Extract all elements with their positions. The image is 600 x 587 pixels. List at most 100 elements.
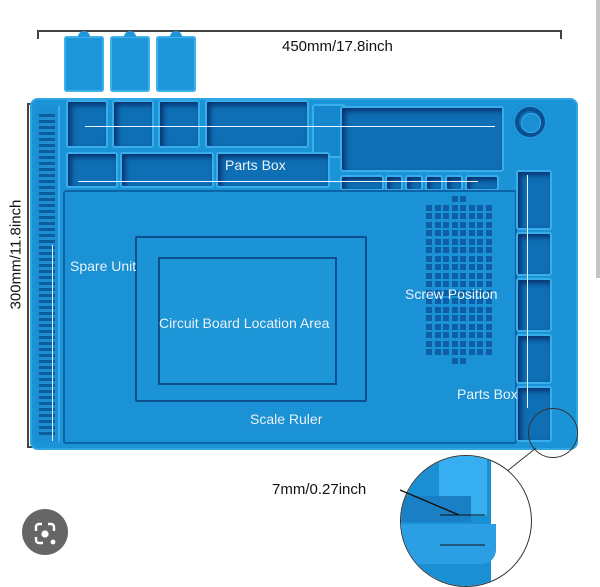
screw-cell: [468, 340, 475, 347]
screw-cell: [460, 289, 466, 296]
screw-cell: [477, 298, 483, 304]
width-dimension-tick-right: [560, 30, 562, 39]
screw-cell: [460, 306, 466, 313]
ruler-slot: [39, 366, 55, 369]
screw-cell: [434, 255, 441, 262]
ruler-slot: [39, 114, 55, 117]
ruler-slot: [39, 174, 55, 177]
flip-tab-1: [64, 31, 104, 92]
ruler-slot: [39, 342, 55, 345]
screw-cell: [468, 221, 475, 228]
screw-cell: [451, 221, 458, 228]
screw-cell: [451, 204, 458, 211]
pocket-small-3: [405, 175, 423, 191]
guide-line-ruler: [52, 245, 53, 441]
edge-thickness-label: 7mm/0.27inch: [272, 481, 367, 498]
screw-cell: [443, 247, 449, 253]
screw-cell: [477, 264, 483, 270]
screw-cell: [468, 289, 475, 296]
label-spare-unit: Spare Unit: [70, 258, 137, 274]
screw-cell: [443, 349, 449, 355]
label-screw-position: Screw Position: [405, 286, 498, 302]
screw-cell: [426, 306, 432, 313]
screw-cell: [426, 264, 432, 270]
pocket-small-5: [445, 175, 463, 191]
flip-tab-3: [156, 31, 196, 92]
screw-cell: [451, 289, 458, 296]
screw-position-grid: [420, 196, 500, 366]
ring-center: [521, 113, 541, 133]
screw-cell: [451, 332, 458, 338]
ruler-slot: [39, 432, 55, 435]
ruler-slot: [39, 264, 55, 267]
ruler-slot: [39, 348, 55, 351]
screw-cell: [443, 306, 449, 313]
screw-cell: [485, 264, 492, 270]
screw-cell: [485, 281, 492, 287]
screw-cell: [468, 272, 475, 279]
ruler-slot: [39, 300, 55, 303]
ruler-slot: [39, 276, 55, 279]
edge-detail-marker: [528, 408, 578, 458]
ruler-slot: [39, 162, 55, 165]
screw-cell: [477, 247, 483, 253]
side-bin-3: [516, 278, 552, 332]
screw-cell: [434, 264, 441, 270]
ruler-slot: [39, 294, 55, 297]
ruler-slot: [39, 216, 55, 219]
screw-cell: [443, 340, 449, 347]
screw-cell: [477, 306, 483, 313]
screw-cell: [426, 272, 432, 279]
screw-cell: [426, 238, 432, 245]
screw-cell: [443, 272, 449, 279]
ruler-slot: [39, 426, 55, 429]
scrollbar[interactable]: [596, 0, 600, 278]
screw-cell: [426, 349, 432, 355]
screw-cell: [451, 323, 458, 330]
ruler-slot: [39, 168, 55, 171]
ruler-slot: [39, 150, 55, 153]
screw-cell: [443, 281, 449, 287]
screw-cell: [460, 298, 466, 304]
screw-cell: [426, 204, 432, 211]
ruler-slot: [39, 270, 55, 273]
screw-cell: [477, 221, 483, 228]
screw-cell: [434, 204, 441, 211]
ruler-slot: [39, 288, 55, 291]
circuit-board-inner-frame: [158, 257, 337, 385]
screw-cell: [485, 247, 492, 253]
screw-cell: [426, 281, 432, 287]
ruler-slot: [39, 204, 55, 207]
side-bin-1: [516, 170, 552, 230]
screw-cell: [451, 349, 458, 355]
ruler-slot: [39, 378, 55, 381]
side-bin-2: [516, 232, 552, 276]
screw-cell: [426, 213, 432, 219]
ruler-slot: [39, 252, 55, 255]
ruler-slot: [39, 180, 55, 183]
screw-cell: [434, 230, 441, 236]
pocket-top-1: [66, 100, 108, 148]
screw-cell: [434, 221, 441, 228]
screw-cell: [434, 340, 441, 347]
screw-cell: [468, 281, 475, 287]
screw-cell: [426, 315, 432, 321]
width-dimension-line: [37, 30, 562, 32]
screw-cell: [443, 255, 449, 262]
screw-cell: [477, 349, 483, 355]
screw-cell: [443, 264, 449, 270]
lens-search-button[interactable]: [22, 509, 68, 555]
screw-cell: [460, 255, 466, 262]
screw-cell: [468, 349, 475, 355]
ruler-slot: [39, 186, 55, 189]
guide-line-right: [527, 175, 528, 408]
screw-cell: [451, 255, 458, 262]
pocket-top-long: [205, 100, 309, 148]
screw-cell: [451, 340, 458, 347]
screw-cell: [426, 230, 432, 236]
screw-cell: [434, 289, 441, 296]
screw-cell: [468, 238, 475, 245]
ruler-slot: [39, 258, 55, 261]
height-dimension-label: 300mm/11.8inch: [7, 199, 25, 310]
screw-cell: [477, 204, 483, 211]
